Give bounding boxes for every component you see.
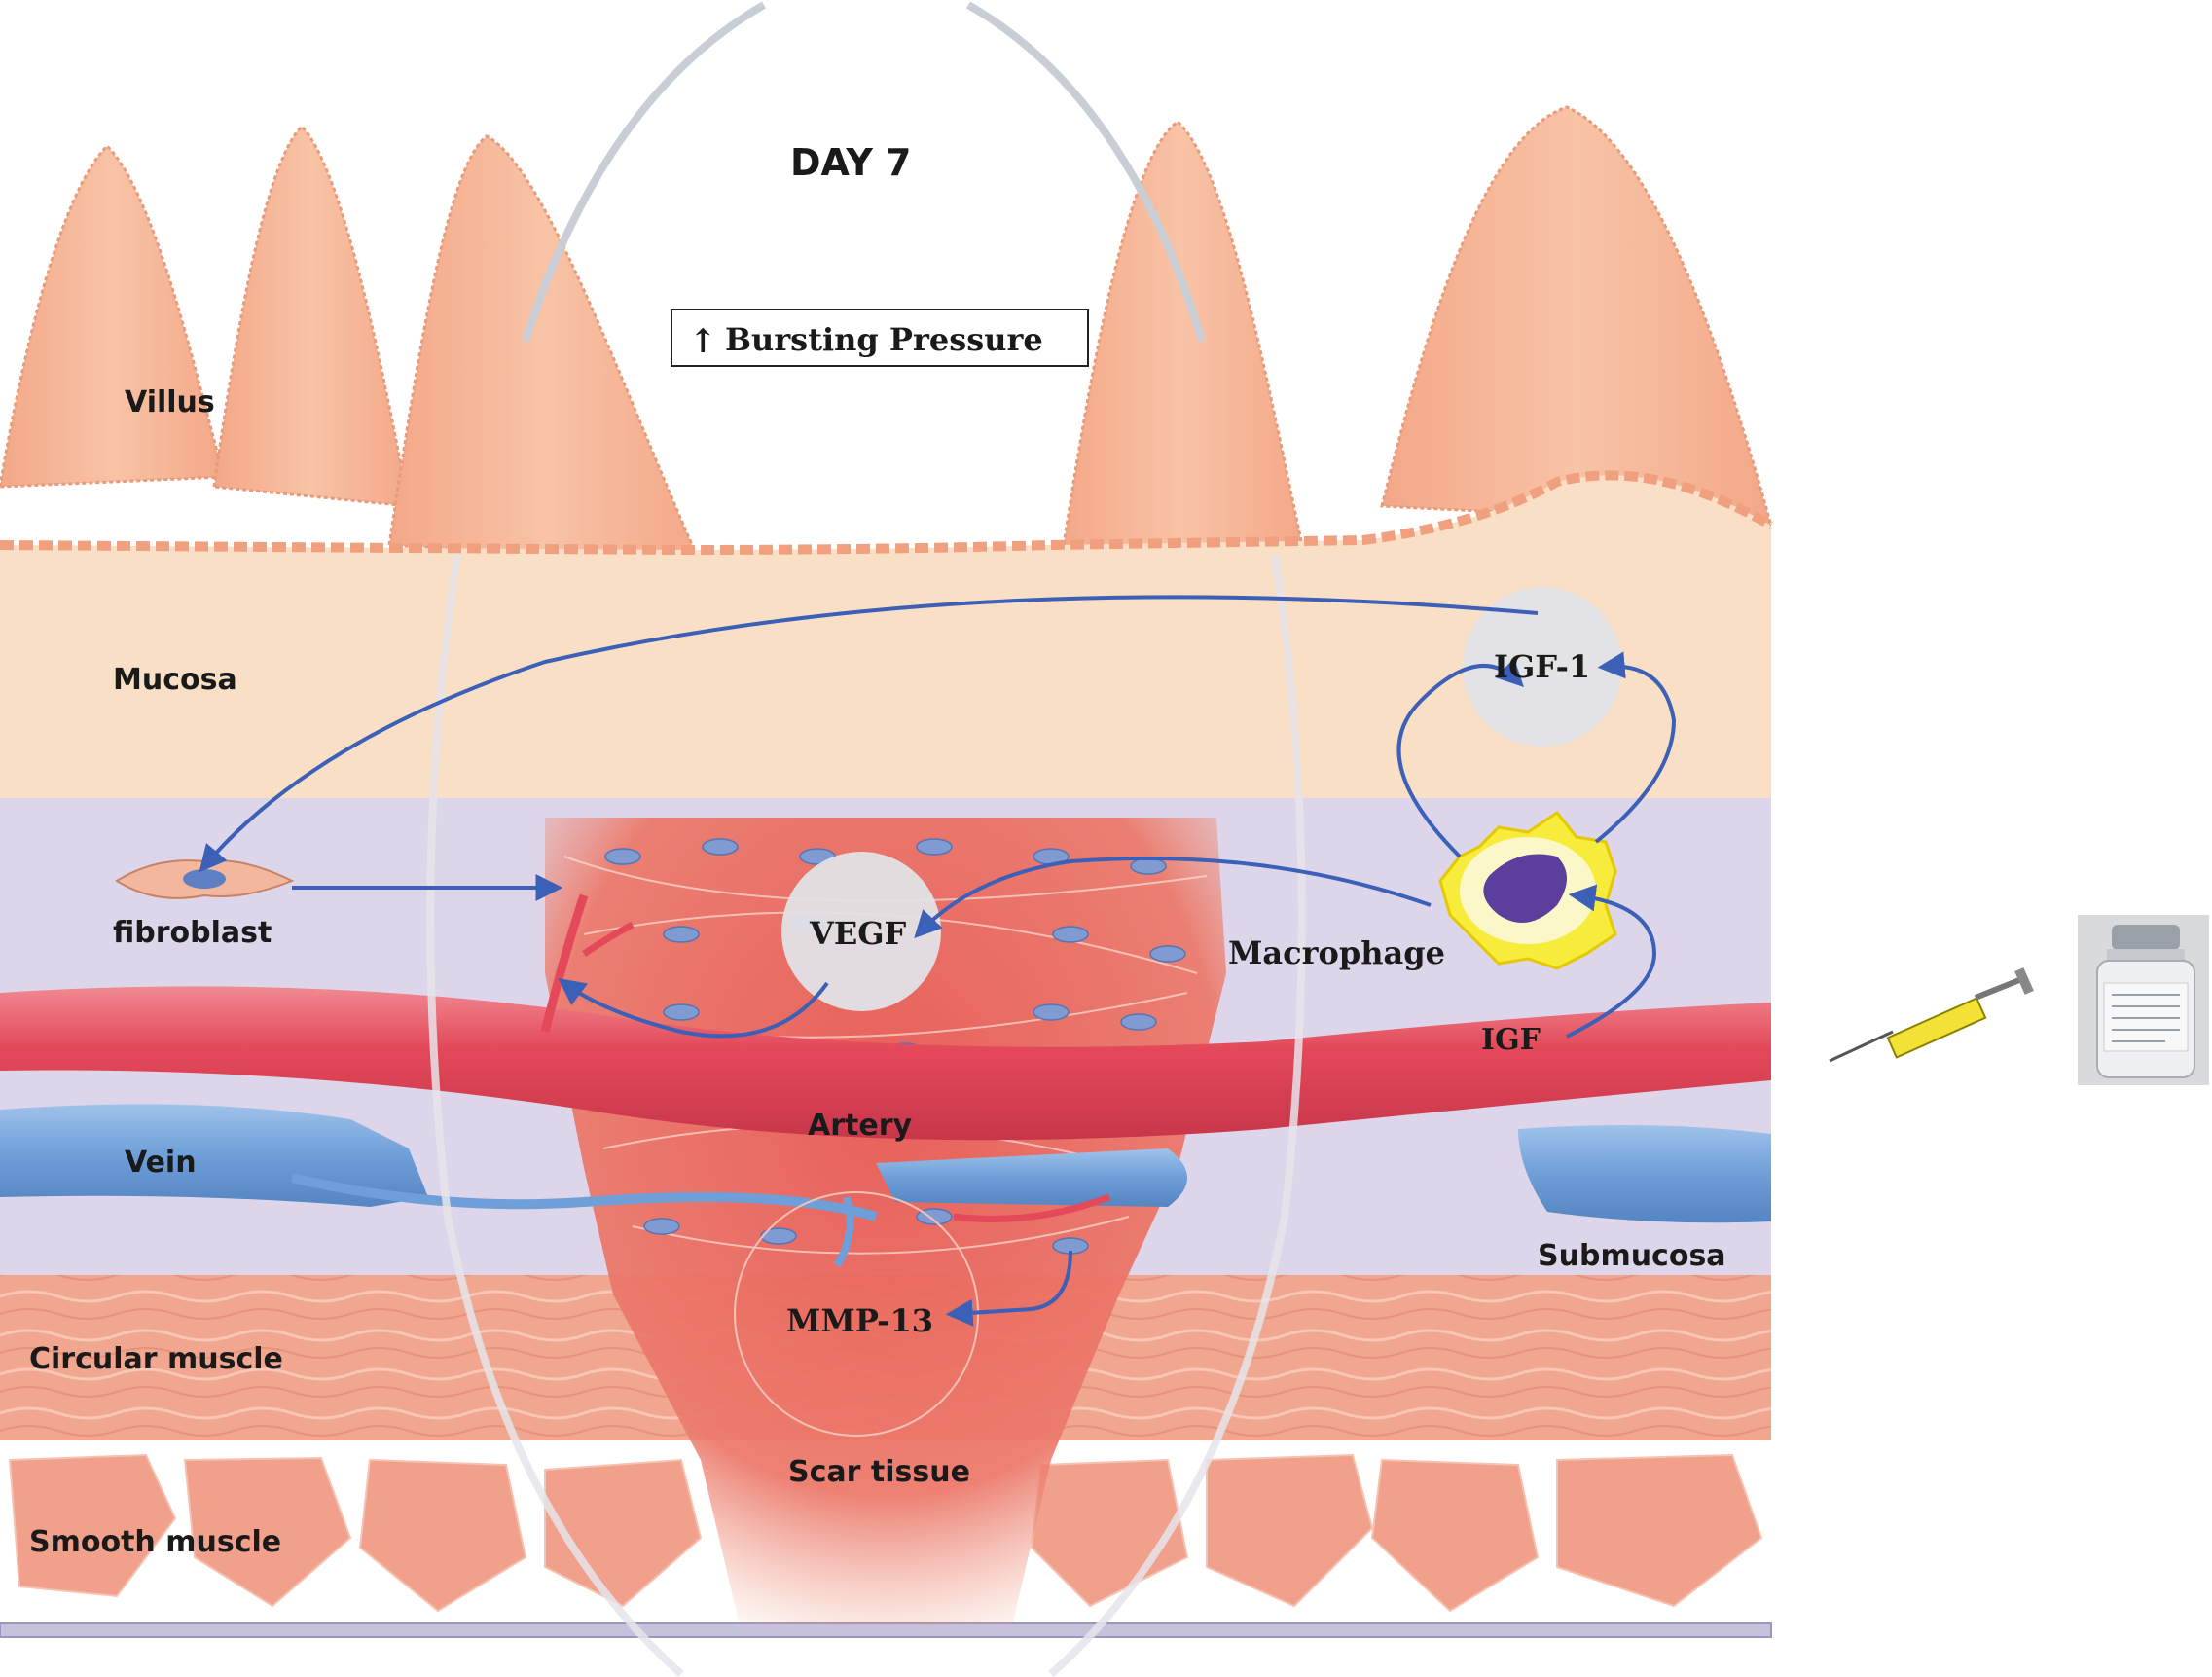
bursting-pressure-arrow: ↑ (689, 322, 717, 361)
bursting-pressure-box: ↑ Bursting Pressure (671, 309, 1089, 367)
signaling-arrows (199, 595, 1677, 1327)
artery-label: Artery (808, 1109, 912, 1143)
arrow-igf1-loop-to-macrophage (1594, 651, 1677, 844)
vial-icon (2078, 915, 2209, 1085)
circular-muscle-label: Circular muscle (29, 1342, 283, 1376)
vein-label: Vein (125, 1146, 197, 1180)
villi (0, 105, 1774, 566)
fibroblast-cell (115, 859, 295, 899)
macrophage-cell (1438, 810, 1617, 970)
day-title: DAY 7 (790, 141, 912, 184)
scar-tissue-label: Scar tissue (788, 1455, 970, 1489)
igf-label: IGF (1481, 1023, 1541, 1057)
arrow-vegf-to-vessel (558, 977, 829, 1039)
mmp13-label: MMP-13 (786, 1302, 933, 1339)
arrow-macrophage-to-igf1 (1396, 658, 1524, 858)
arrow-macrophage-to-vegf (914, 857, 1432, 939)
igf1-bubble (1463, 587, 1622, 747)
villus-label: Villus (125, 385, 215, 419)
suture (426, 1, 1306, 1677)
bursting-pressure-label: Bursting Pressure (725, 321, 1043, 358)
vein (0, 1104, 1771, 1268)
fibroblast-label: fibroblast (113, 916, 272, 950)
vegf-bubble (781, 852, 941, 1011)
artery (0, 893, 1771, 1222)
vegf-label: VEGF (809, 915, 907, 952)
arrow-igf-to-macrophage (1566, 884, 1657, 1039)
submucosa-label: Submucosa (1538, 1239, 1726, 1273)
smooth-muscle-label: Smooth muscle (29, 1525, 281, 1559)
igf1-label: IGF-1 (1494, 648, 1590, 685)
mucosa-layer (0, 470, 1774, 808)
arrow-scar-to-mmp13 (945, 1250, 1072, 1327)
arrow-igf1-to-fibroblast (199, 595, 1539, 873)
macrophage-label: Macrophage (1228, 934, 1445, 971)
mucosa-label: Mucosa (113, 663, 237, 697)
syringe-icon (1829, 967, 2034, 1063)
